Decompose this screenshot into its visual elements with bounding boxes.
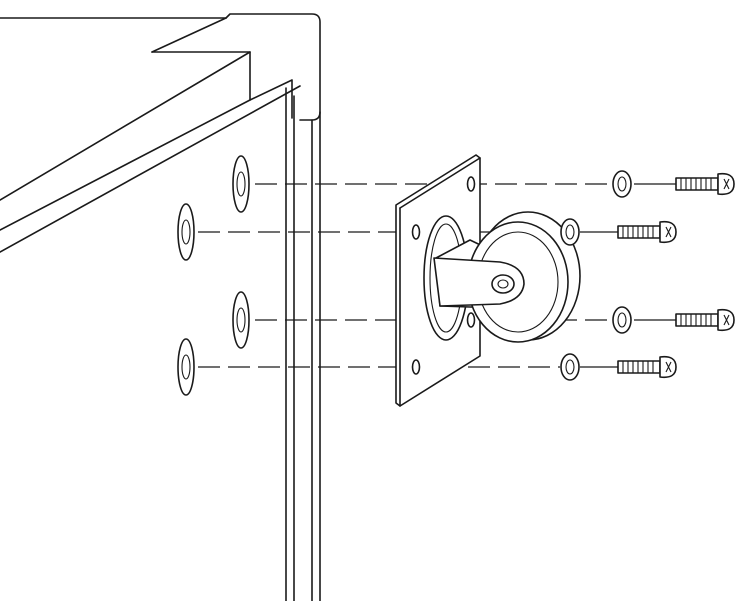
screw bbox=[617, 220, 677, 244]
plate-hole bbox=[411, 359, 421, 375]
plate-hole bbox=[466, 176, 476, 192]
screws bbox=[617, 172, 735, 379]
axle bbox=[491, 274, 515, 294]
screw bbox=[617, 355, 677, 379]
mounting-hole bbox=[232, 155, 250, 213]
washer bbox=[612, 306, 632, 334]
washer bbox=[612, 170, 632, 198]
mounting-hole bbox=[177, 203, 195, 261]
mounting-holes bbox=[177, 155, 250, 396]
screw bbox=[675, 308, 735, 332]
plate-hole bbox=[411, 224, 421, 240]
washer bbox=[560, 353, 580, 381]
washers bbox=[560, 170, 632, 381]
mounting-hole bbox=[232, 291, 250, 349]
swivel-caster bbox=[395, 154, 581, 407]
screw bbox=[675, 172, 735, 196]
cabinet-corner bbox=[0, 13, 321, 601]
mounting-hole bbox=[177, 338, 195, 396]
washer bbox=[560, 218, 580, 246]
plate-hole bbox=[466, 312, 476, 328]
